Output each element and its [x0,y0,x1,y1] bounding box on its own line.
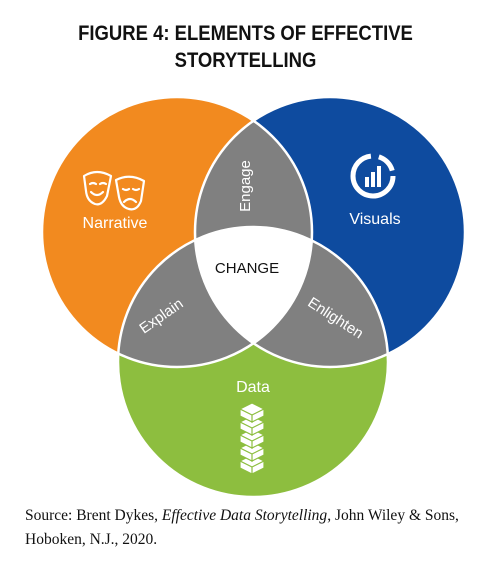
visuals-label: Visuals [349,211,400,228]
circle-outlines [40,95,467,499]
narrative-label: Narrative [83,215,148,232]
theater-masks-icon [82,170,146,211]
source-prefix: Source: Brent Dykes, [25,507,162,524]
change-label: CHANGE [215,260,279,277]
source-book-title: Effective Data Storytelling [161,507,328,524]
bar-chart-gauge-icon [350,153,396,199]
figure-title: FIGURE 4: ELEMENTS OF EFFECTIVE STORYTEL… [29,20,461,74]
title-line-2: STORYTELLING [174,49,317,72]
source-suffix: , John Wiley & Sons, Hoboken, N.J., 2020… [25,507,459,548]
engage-label: Engage [237,160,254,212]
stacked-data-icon [238,402,266,475]
source-note: Source: Brent Dykes, Effective Data Stor… [25,504,475,552]
data-label: Data [236,379,270,396]
title-line-1: FIGURE 4: ELEMENTS OF EFFECTIVE [78,22,413,45]
